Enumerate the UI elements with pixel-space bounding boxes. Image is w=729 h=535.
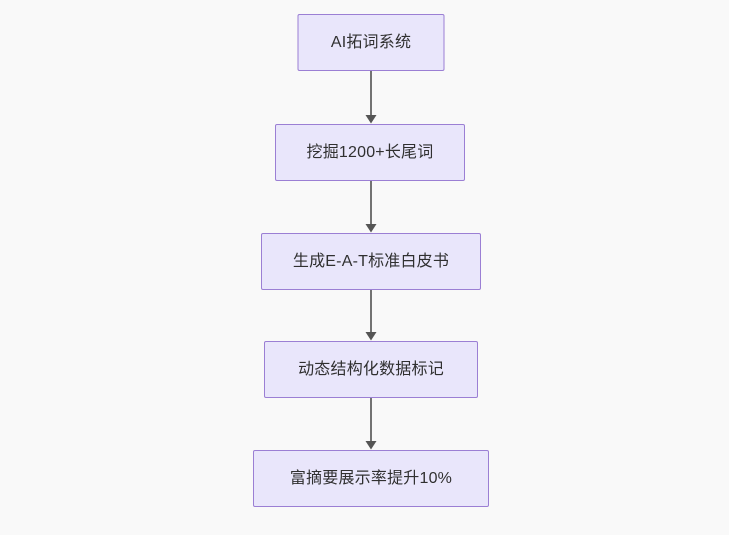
flowchart-node-label: AI拓词系统	[330, 33, 412, 51]
flowchart-node-5[interactable]: 富摘要展示率提升10%	[253, 450, 489, 507]
arrowhead-icon	[365, 224, 377, 233]
edge-n3-n4	[365, 290, 377, 341]
edge-n1-n2	[365, 71, 377, 124]
arrowhead-icon	[365, 441, 377, 450]
flowchart-node-label: 生成E-A-T标准白皮书	[292, 252, 450, 270]
arrowhead-icon	[365, 332, 377, 341]
flowchart-node-label: 挖掘1200+长尾词	[306, 143, 434, 161]
edge-n4-n5	[365, 398, 377, 450]
flowchart-node-3[interactable]: 生成E-A-T标准白皮书	[261, 233, 481, 290]
arrowhead-icon	[365, 115, 377, 124]
flowchart-node-4[interactable]: 动态结构化数据标记	[264, 341, 478, 398]
flowchart-node-label: 动态结构化数据标记	[298, 360, 444, 378]
flowchart-node-2[interactable]: 挖掘1200+长尾词	[275, 124, 465, 181]
edge-n2-n3	[365, 181, 377, 233]
flowchart-node-label: 富摘要展示率提升10%	[289, 469, 453, 487]
flowchart-node-1[interactable]: AI拓词系统	[297, 14, 445, 71]
